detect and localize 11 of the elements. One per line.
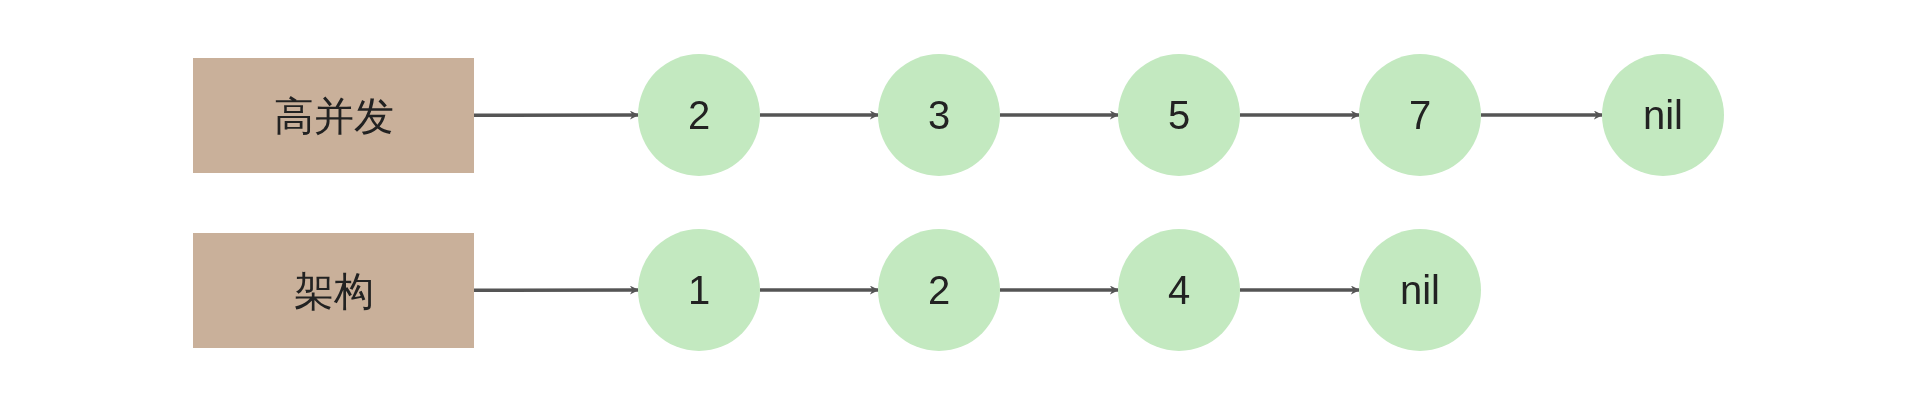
arrow — [474, 285, 639, 295]
arrow — [1240, 110, 1360, 120]
arrow — [1240, 285, 1360, 295]
head-box: 架构 — [193, 233, 474, 348]
head-box: 高并发 — [193, 58, 474, 173]
arrow — [760, 110, 879, 120]
arrow — [1000, 285, 1119, 295]
arrow — [1481, 110, 1603, 120]
arrow — [760, 285, 879, 295]
arrow — [474, 110, 639, 120]
arrow — [1000, 110, 1119, 120]
